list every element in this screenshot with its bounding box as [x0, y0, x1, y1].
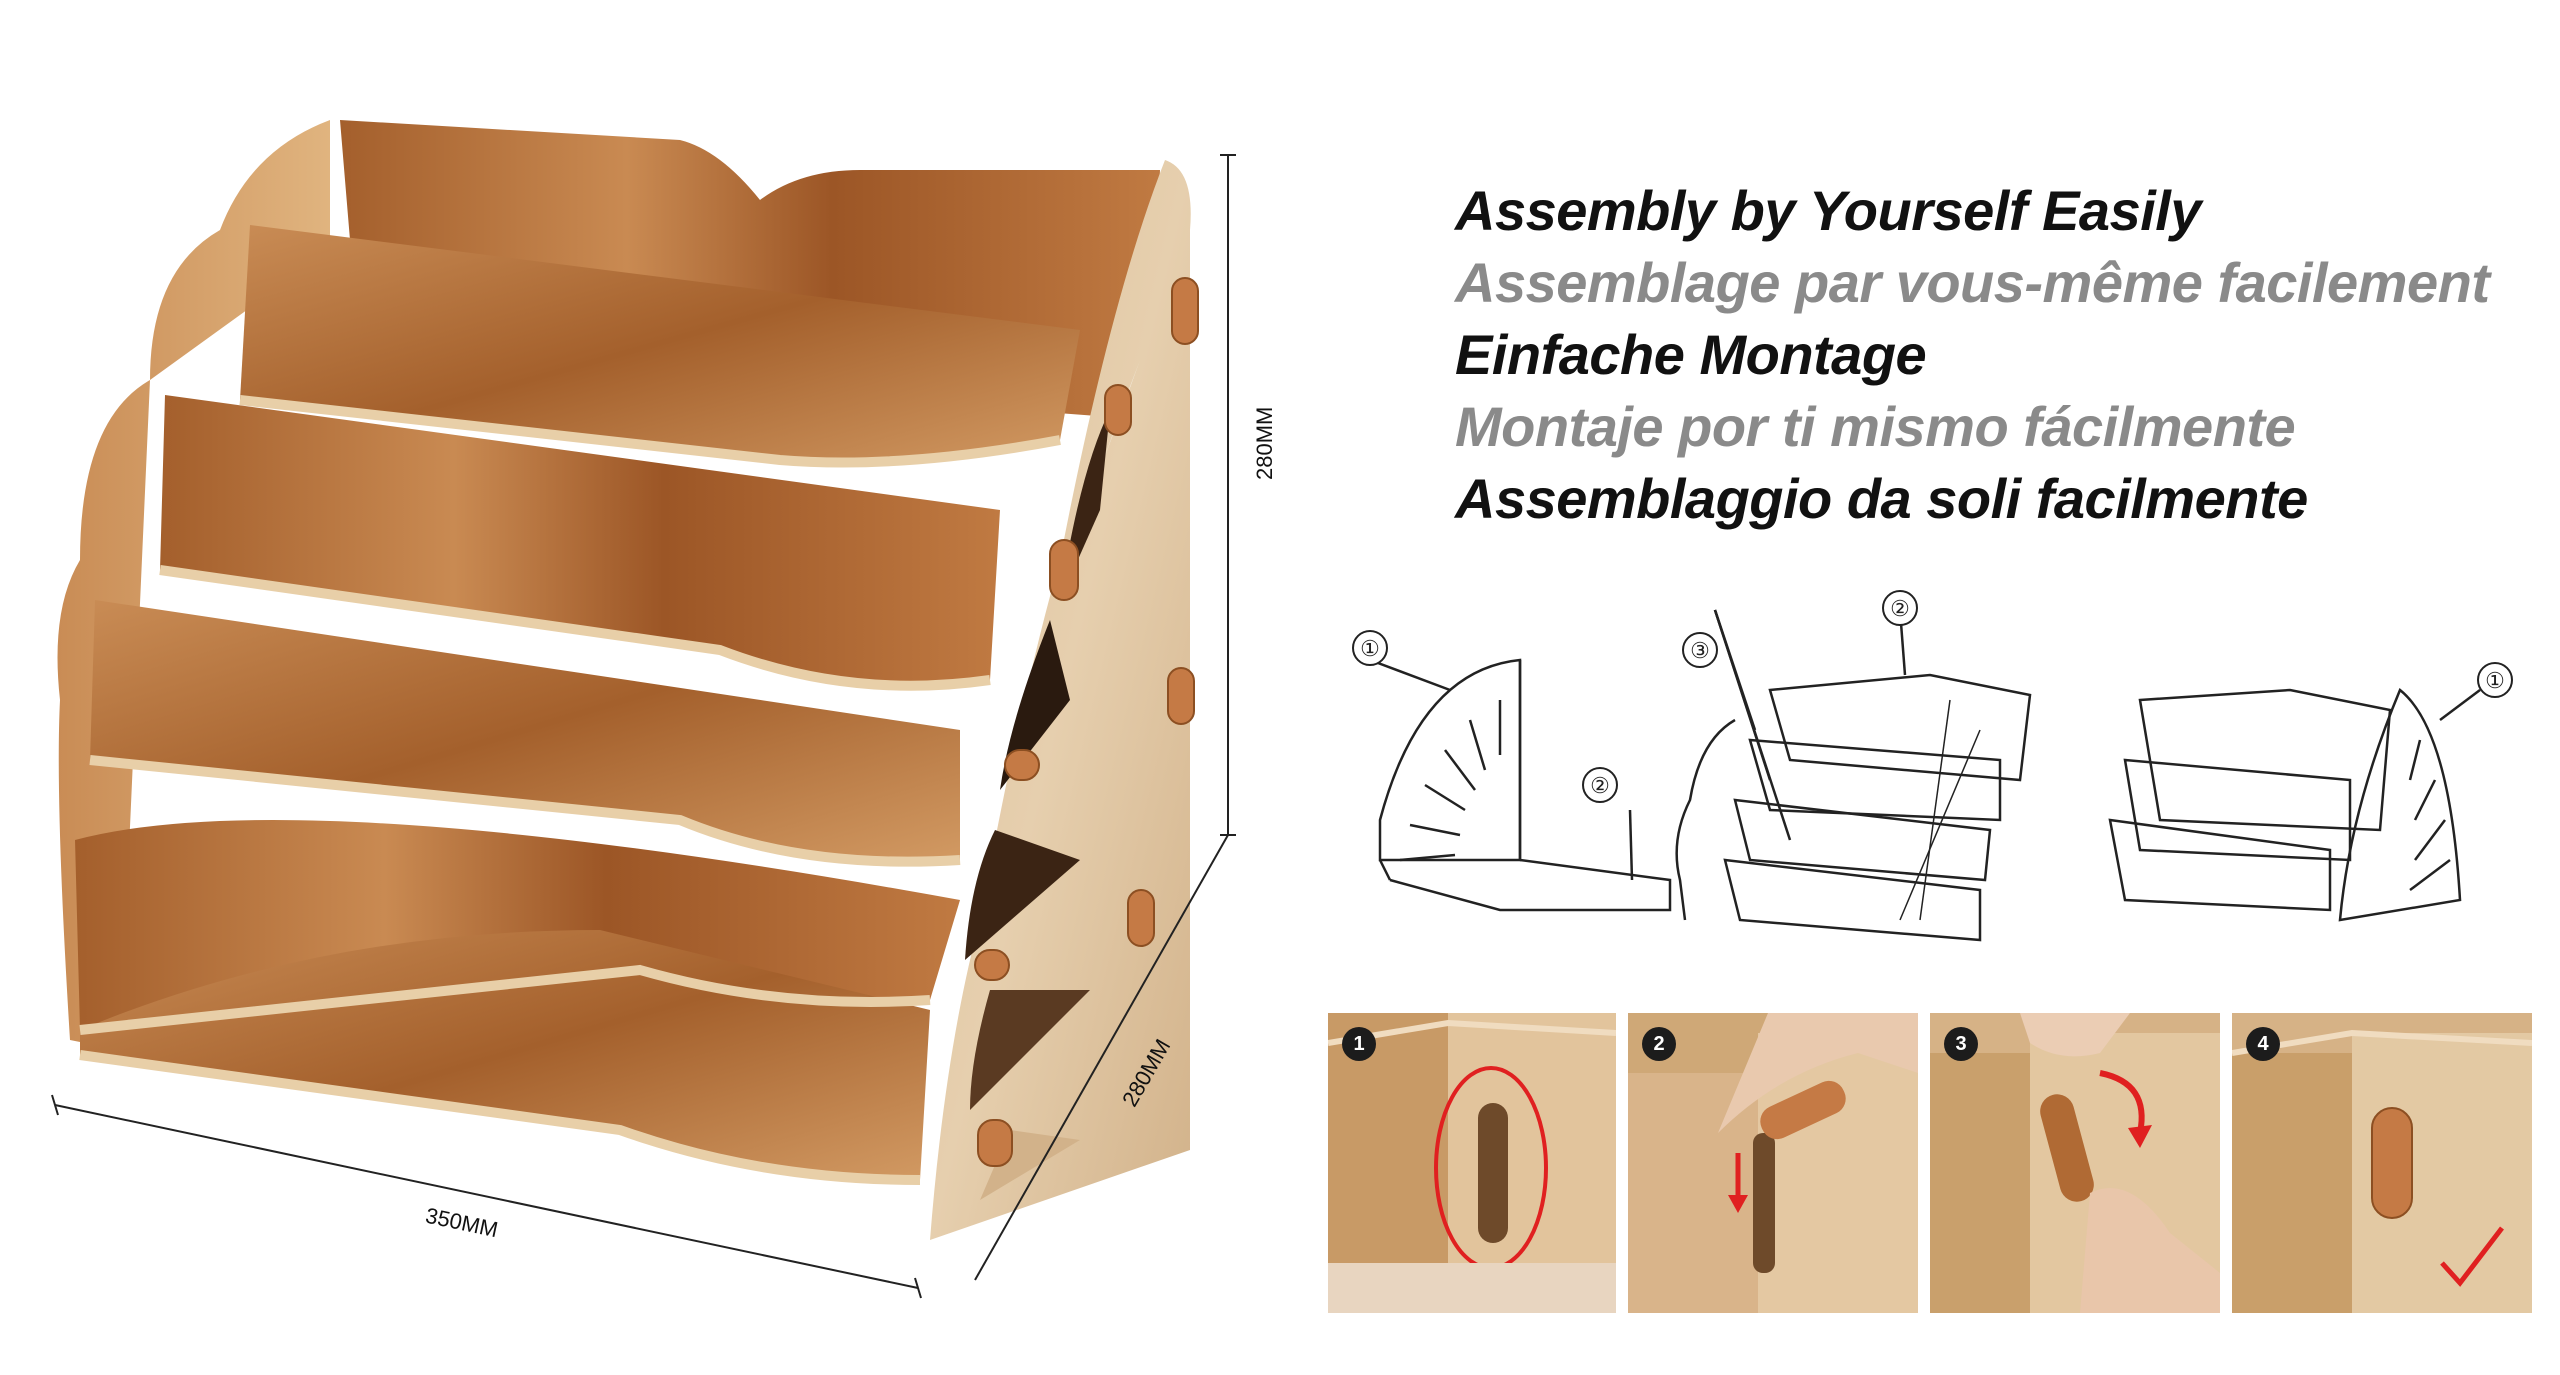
peg-icons [974, 277, 1199, 1167]
assembly-diagram: ① ② ③ ② ① [1352, 590, 2513, 942]
headline-italian: Assemblaggio da soli facilmente [1455, 467, 2308, 530]
callout-1-left: ① [1360, 636, 1380, 661]
headline-german: Einfache Montage [1455, 323, 1927, 386]
step-3-badge: 3 [1944, 1027, 1978, 1061]
shelf-1 [240, 225, 1080, 463]
product-photo [51, 120, 1236, 1299]
callout-3-middle: ③ [1690, 638, 1710, 663]
step-2-badge: 2 [1642, 1027, 1676, 1061]
headline-english: Assembly by Yourself Easily [1455, 179, 2201, 242]
dimension-lines [51, 154, 1236, 1299]
headline-french: Assemblage par vous-même facilement [1455, 251, 2490, 314]
step-1-badge: 1 [1342, 1027, 1376, 1061]
callout-2-left: ② [1590, 773, 1610, 798]
callout-2-middle: ② [1890, 596, 1910, 621]
shelf-3 [90, 600, 960, 862]
height-dimension-label: 280MM [1252, 406, 1277, 480]
step-photo-1: 1 [1328, 1013, 1616, 1313]
step-photo-3: 3 [1930, 1013, 2220, 1313]
step-photo-2: 2 [1628, 1013, 1918, 1313]
shelf-2 [160, 395, 1000, 686]
step-4-badge: 4 [2246, 1027, 2280, 1061]
callout-1-right: ① [2485, 668, 2505, 693]
left-side-panel [57, 120, 330, 1050]
headline-spanish: Montaje por ti mismo fácilmente [1455, 395, 2296, 458]
step-photo-4: 4 [2232, 1013, 2532, 1313]
